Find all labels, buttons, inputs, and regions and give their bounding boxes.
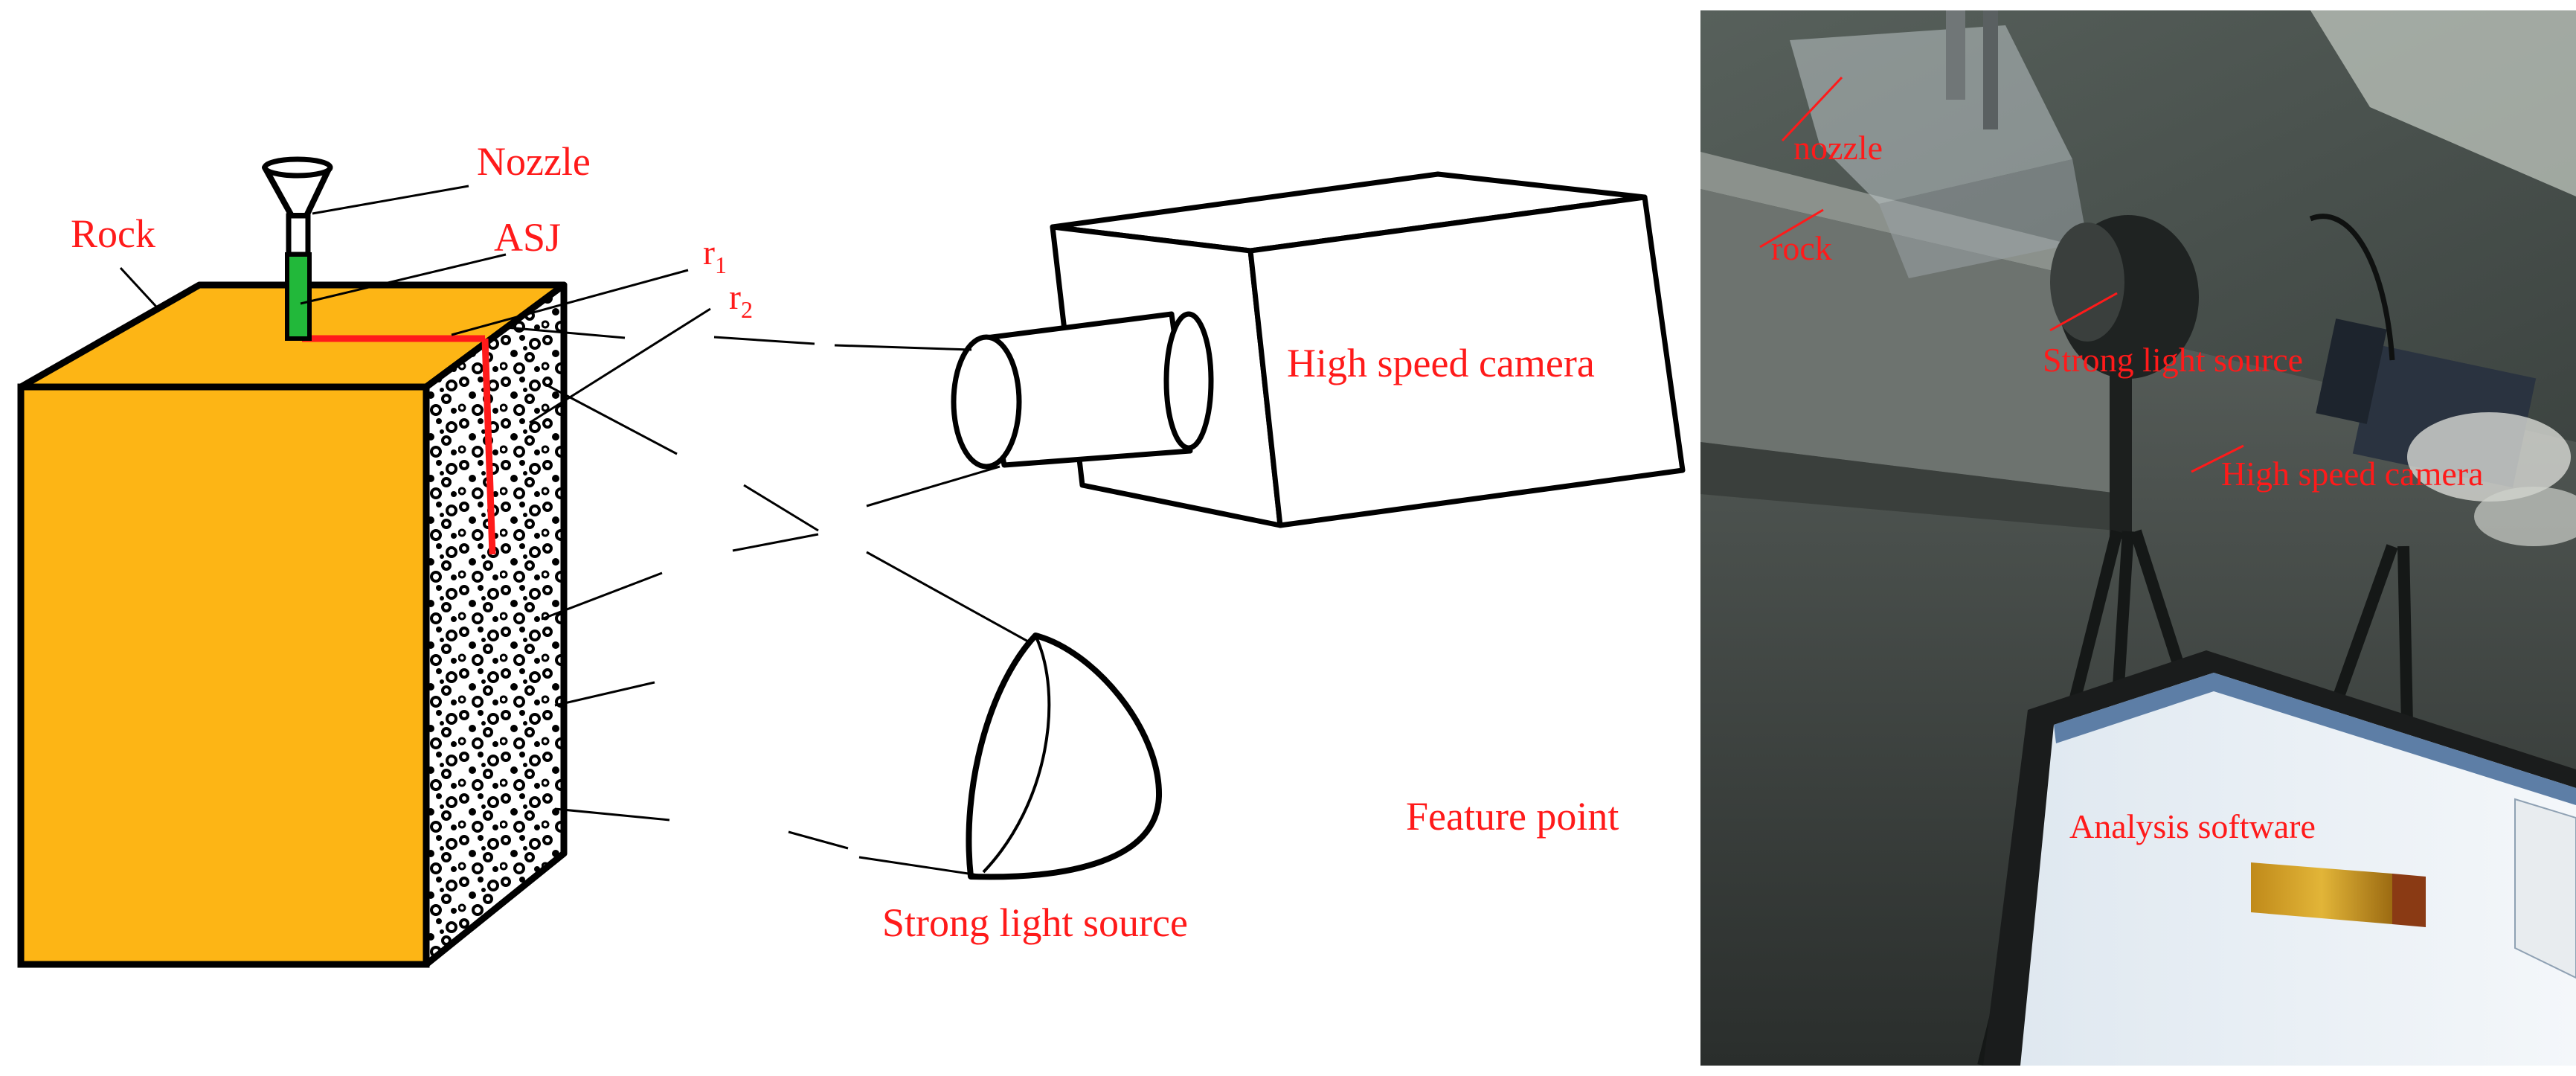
asj-leader — [300, 253, 507, 305]
beam-cross-6 — [866, 465, 1000, 507]
photo-camera-pointer — [2191, 444, 2244, 473]
photo-camera-label: High speed camera — [2221, 455, 2484, 493]
photo-nozzle-pointer — [1781, 76, 1843, 142]
beam-upper-3 — [834, 344, 972, 351]
rock-side-speckle-face — [423, 281, 568, 968]
feature-point-label: Feature point — [1406, 794, 1619, 839]
nozzle — [262, 156, 333, 257]
photo-light-pointer — [2049, 292, 2118, 332]
beam-cross-3 — [866, 551, 1029, 643]
nozzle-label: Nozzle — [477, 139, 591, 184]
nozzle-leader — [312, 185, 469, 215]
beam-cross-2 — [743, 484, 819, 532]
beam-cross-1 — [547, 384, 678, 455]
strong-light-source — [966, 633, 1163, 880]
beam-lower-1 — [554, 681, 655, 707]
photo-software-label: Analysis software — [2069, 807, 2316, 845]
photo-annotations: nozzle rock Strong light source High spe… — [1759, 76, 2484, 845]
beam-lines — [505, 326, 1029, 877]
rock-front-face — [17, 383, 430, 968]
r1-label: r1 — [703, 233, 727, 278]
beam-lower-2 — [554, 807, 670, 822]
camera-side — [1247, 194, 1686, 528]
nozzle-tube — [286, 213, 311, 257]
light-dome — [966, 633, 1163, 880]
crack-path — [302, 335, 496, 555]
abrasive-jet — [285, 252, 312, 341]
photo-nozzle-label: nozzle — [1793, 129, 1883, 167]
beam-cross-5 — [732, 533, 819, 552]
r2-label: r2 — [729, 278, 753, 323]
photo-rock-pointer — [1759, 208, 1824, 249]
beam-upper-1 — [505, 326, 626, 339]
beam-upper-2 — [713, 336, 815, 345]
lab-setup-photo: nozzle rock Strong light source High spe… — [1700, 10, 2576, 1066]
beam-lower-3 — [788, 830, 849, 850]
photo-light-label: Strong light source — [2043, 341, 2303, 379]
r2-leader — [529, 307, 711, 424]
light-label: Strong light source — [882, 900, 1188, 945]
rock-leader — [119, 266, 158, 308]
camera-lens-back — [1163, 311, 1214, 451]
leader-lines — [119, 185, 711, 424]
beam-lower-4 — [858, 856, 979, 877]
rock-block — [17, 281, 568, 968]
photo-scene — [1700, 10, 2576, 1066]
r1-leader — [451, 269, 689, 336]
camera-lens-front — [951, 334, 1022, 470]
beam-cross-4 — [541, 571, 663, 621]
asj-label: ASJ — [494, 215, 561, 260]
high-speed-camera — [951, 171, 1686, 528]
rock-label: Rock — [71, 211, 155, 256]
photo-rock-label: rock — [1771, 229, 1832, 267]
light-rim — [982, 635, 1051, 874]
camera-label: High speed camera — [1287, 341, 1595, 385]
